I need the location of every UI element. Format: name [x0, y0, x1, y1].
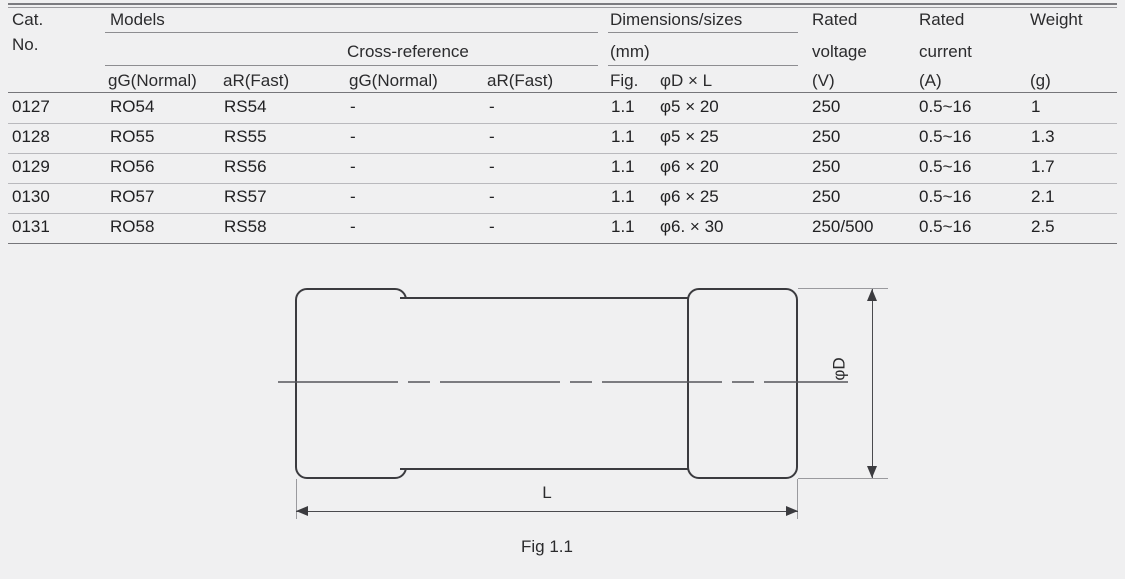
cell-rated-voltage: 250: [812, 187, 841, 206]
extension-line-left: [296, 479, 297, 519]
arrow-left-icon: [296, 506, 308, 516]
row-separator-rule: [8, 153, 1117, 154]
cell-cat-no: 0128: [12, 127, 50, 146]
header-dimensions-line1: Dimensions/sizes: [610, 10, 743, 29]
cell-rated-current: 0.5~16: [919, 127, 972, 146]
cell-models-ar: RS57: [224, 187, 267, 206]
table-top-rule-inner: [8, 7, 1117, 8]
header-rated-current-line1: Rated: [919, 10, 965, 29]
cell-rated-voltage: 250: [812, 127, 841, 146]
dimensions-group-rule: [608, 32, 798, 33]
row-separator-rule: [8, 123, 1117, 124]
cross-reference-group-rule: [105, 65, 598, 66]
cell-rated-voltage: 250/500: [812, 217, 874, 236]
cell-weight: 1.7: [1031, 157, 1055, 176]
cell-fig: 1.1: [611, 217, 635, 236]
fuse-end-cap-right: [687, 288, 798, 479]
cell-rated-voltage: 250: [812, 157, 841, 176]
header-xref-gg: gG(Normal): [349, 71, 438, 90]
cell-weight: 2.1: [1031, 187, 1055, 206]
cell-rated-voltage: 250: [812, 97, 841, 116]
header-dimensions-line2: (mm): [610, 42, 650, 61]
cell-weight: 1.3: [1031, 127, 1055, 146]
cell-xref-ar: -: [489, 217, 495, 236]
header-weight-unit: (g): [1030, 71, 1051, 90]
cell-cat-no: 0130: [12, 187, 50, 206]
cell-models-gg: RO54: [110, 97, 155, 116]
cell-xref-ar: -: [489, 187, 495, 206]
header-cross-reference-group: Cross-reference: [347, 42, 469, 61]
cell-rated-current: 0.5~16: [919, 217, 972, 236]
cell-models-gg: RO56: [110, 157, 155, 176]
header-rated-voltage-line2: voltage: [812, 42, 867, 61]
cell-fig: 1.1: [611, 127, 635, 146]
header-weight-line1: Weight: [1030, 10, 1083, 29]
cell-rated-current: 0.5~16: [919, 157, 972, 176]
header-rated-voltage-unit: (V): [812, 71, 835, 90]
extension-line-top: [798, 288, 888, 289]
dimensions-subgroup-rule: [608, 65, 798, 66]
length-dimension-line: [296, 511, 798, 512]
diameter-dimension-label: φD: [829, 357, 849, 381]
cell-xref-ar: -: [489, 97, 495, 116]
extension-line-bottom: [798, 478, 888, 479]
header-models-gg: gG(Normal): [108, 71, 197, 90]
row-separator-rule: [8, 213, 1117, 214]
cell-rated-current: 0.5~16: [919, 187, 972, 206]
cell-dia-len: φ5 × 20: [660, 97, 719, 116]
cell-weight: 2.5: [1031, 217, 1055, 236]
cell-models-ar: RS58: [224, 217, 267, 236]
cell-xref-ar: -: [489, 127, 495, 146]
cell-cat-no: 0131: [12, 217, 50, 236]
figure-caption: Fig 1.1: [521, 537, 573, 556]
cell-xref-gg: -: [350, 217, 356, 236]
header-models-group: Models: [110, 10, 165, 29]
cell-models-gg: RO55: [110, 127, 155, 146]
cell-dia-len: φ6. × 30: [660, 217, 724, 236]
row-separator-rule: [8, 183, 1117, 184]
header-rated-current-unit: (A): [919, 71, 942, 90]
cell-dia-len: φ5 × 25: [660, 127, 719, 146]
length-dimension-label: L: [542, 483, 552, 502]
table-bottom-rule: [8, 243, 1117, 244]
cell-rated-current: 0.5~16: [919, 97, 972, 116]
table-top-rule-outer: [8, 3, 1117, 5]
arrow-up-icon: [867, 289, 877, 301]
header-bottom-rule: [8, 92, 1117, 93]
cell-cat-no: 0129: [12, 157, 50, 176]
cell-cat-no: 0127: [12, 97, 50, 116]
cell-xref-gg: -: [350, 97, 356, 116]
cell-fig: 1.1: [611, 157, 635, 176]
center-line: [278, 375, 848, 393]
cell-fig: 1.1: [611, 187, 635, 206]
cell-dia-len: φ6 × 25: [660, 187, 719, 206]
header-dia-length: φD × L: [660, 71, 713, 90]
fuse-body-tube: [400, 297, 694, 470]
header-cat-no-line1: Cat.: [12, 10, 44, 29]
arrow-right-icon: [786, 506, 798, 516]
header-rated-voltage-line1: Rated: [812, 10, 858, 29]
header-models-ar: aR(Fast): [223, 71, 290, 90]
cell-models-gg: RO58: [110, 217, 155, 236]
cell-models-ar: RS56: [224, 157, 267, 176]
cell-dia-len: φ6 × 20: [660, 157, 719, 176]
header-fig: Fig.: [610, 71, 639, 90]
cell-models-ar: RS54: [224, 97, 267, 116]
cell-fig: 1.1: [611, 97, 635, 116]
cell-xref-gg: -: [350, 127, 356, 146]
cell-xref-ar: -: [489, 157, 495, 176]
cell-models-gg: RO57: [110, 187, 155, 206]
cell-xref-gg: -: [350, 157, 356, 176]
cell-weight: 1: [1031, 97, 1041, 116]
header-xref-ar: aR(Fast): [487, 71, 554, 90]
diameter-dimension-line: [872, 289, 873, 478]
fuse-dimension-drawing: L φD Fig 1.1: [0, 255, 1125, 579]
cell-models-ar: RS55: [224, 127, 267, 146]
arrow-down-icon: [867, 466, 877, 478]
extension-line-right: [797, 479, 798, 519]
header-cat-no-line2: No.: [12, 35, 39, 54]
cell-xref-gg: -: [350, 187, 356, 206]
header-rated-current-line2: current: [919, 42, 972, 61]
models-group-rule: [105, 32, 598, 33]
